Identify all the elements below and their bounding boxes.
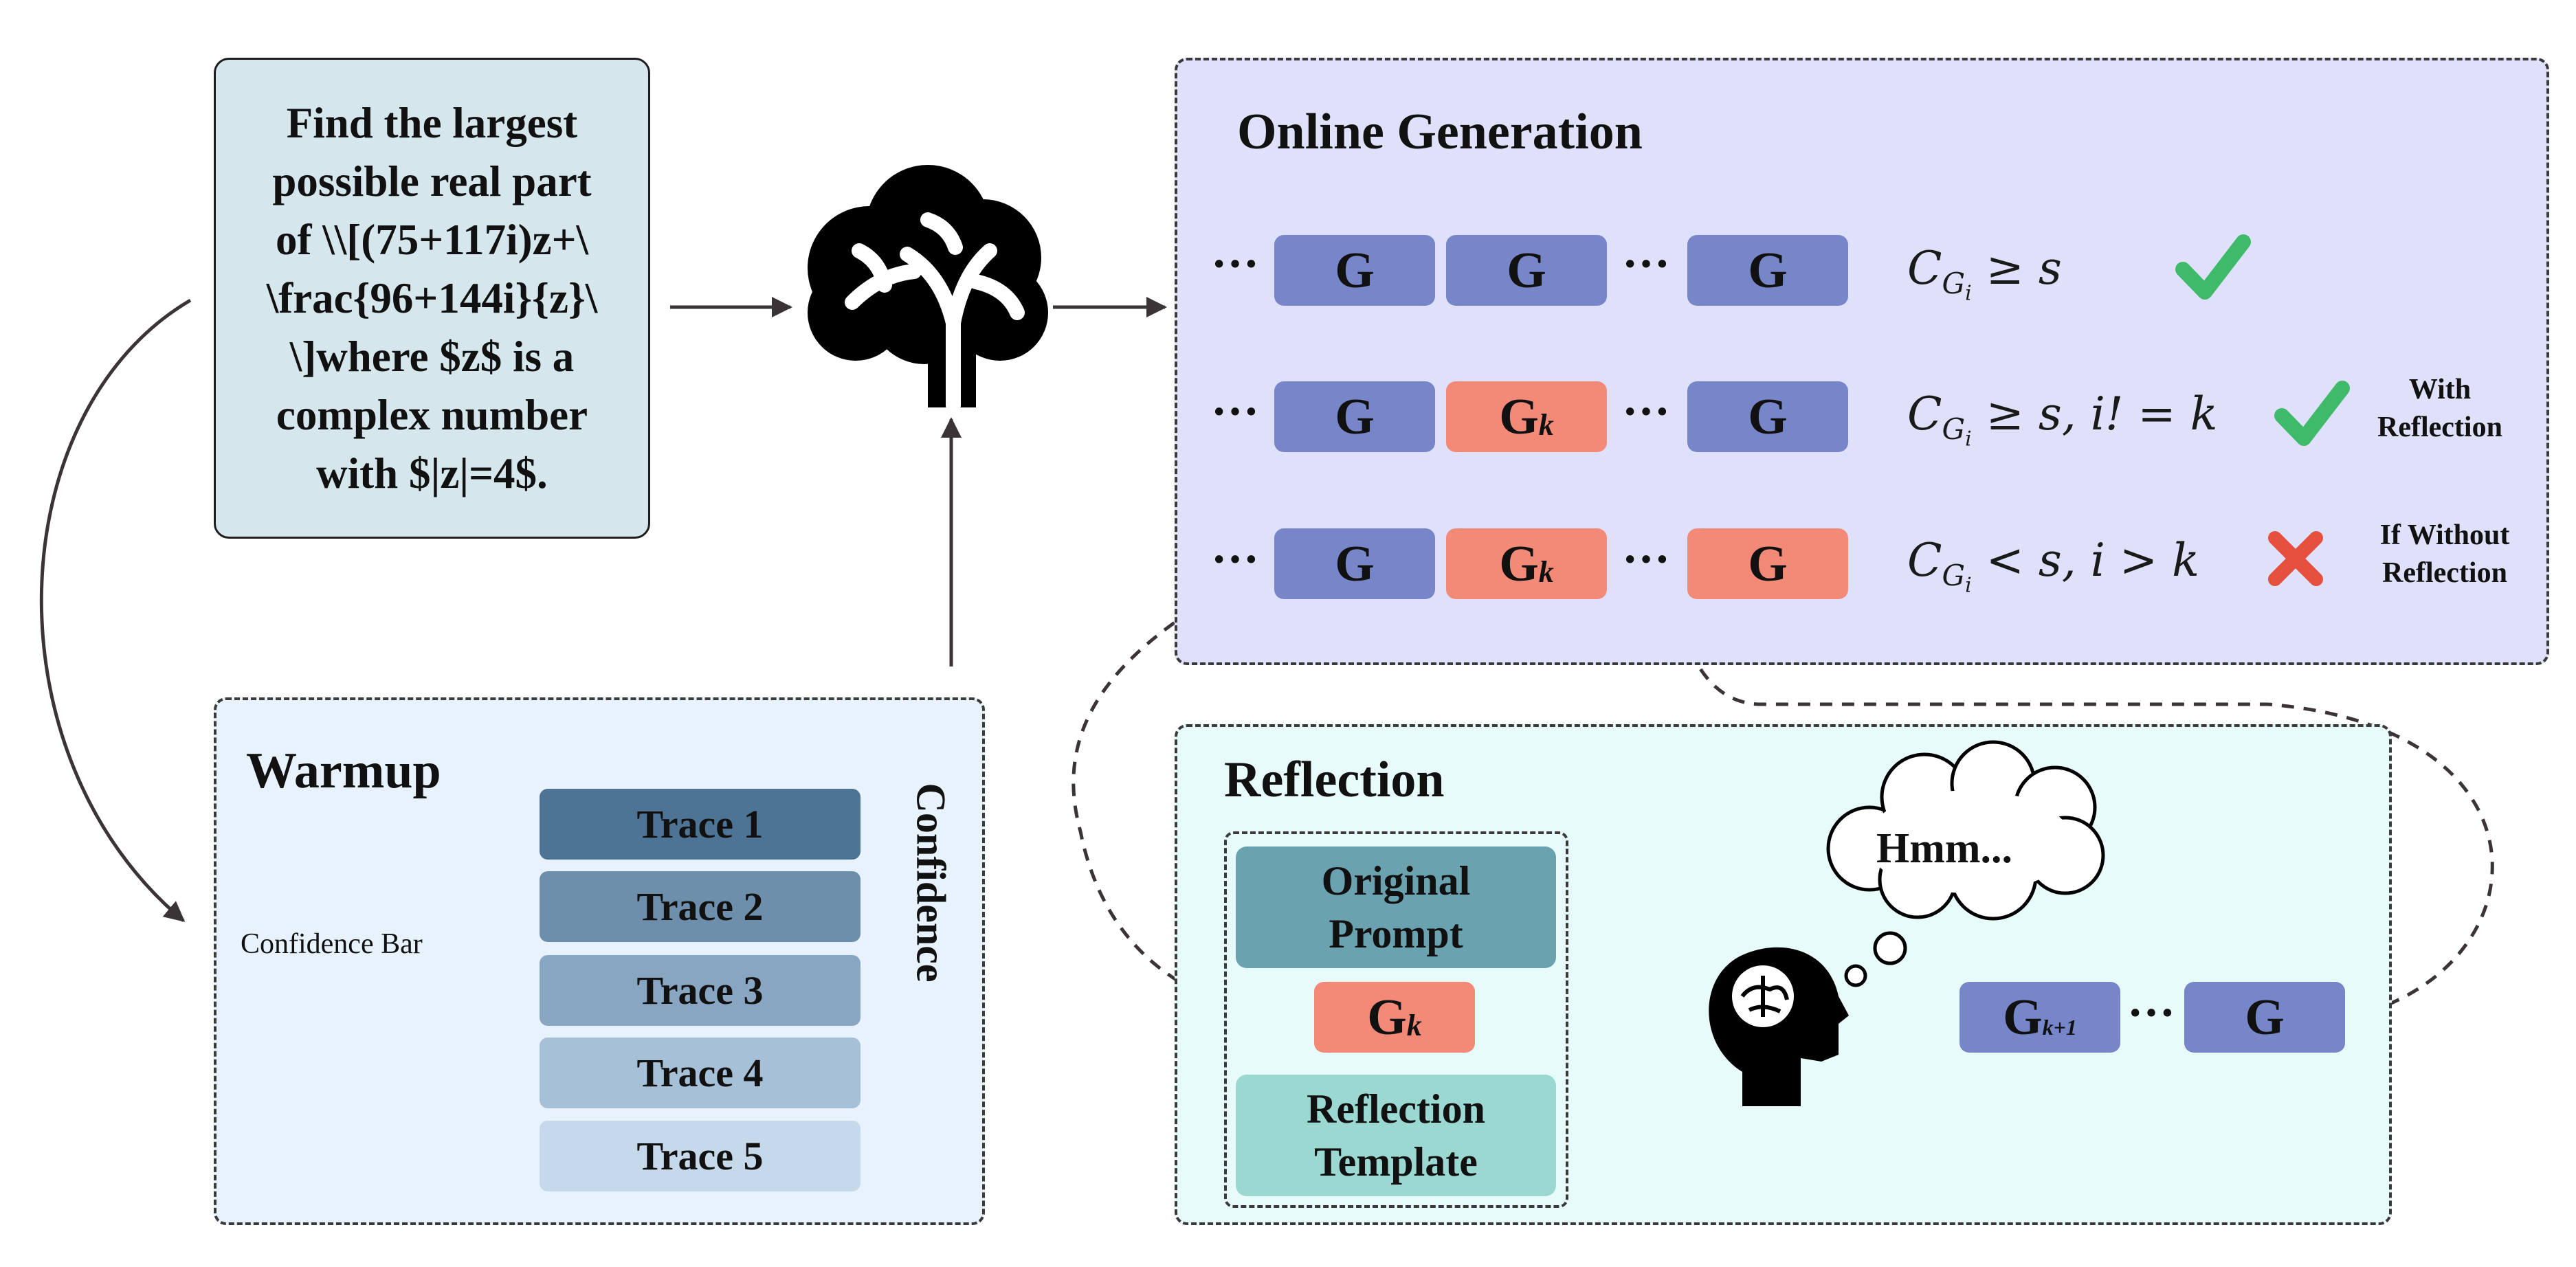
row1-condition-formula: CGi ≥ s [1907,242,2062,306]
trace-2: Trace 2 [540,871,860,942]
original-prompt-box: Original Prompt [1236,846,1556,968]
row1-g-block-3: G [1687,235,1848,306]
row2-g-block-3: G [1687,381,1848,452]
reflection-dots: ··· [2127,987,2176,1040]
reflection-g-block: G [2184,982,2345,1053]
row2-condition-formula: CGi ≥ s, i! = k [1907,388,2218,451]
trace-4: Trace 4 [540,1038,860,1108]
with-reflection-note: With Reflection [2377,374,2502,443]
without-reflection-note: If Without Reflection [2379,519,2510,589]
trace-5: Trace 5 [540,1121,860,1191]
row3-g-block-1: G [1274,528,1435,599]
reflection-title: Reflection [1224,752,1445,808]
row1-g-block-1: G [1274,235,1435,306]
row3-leading-dots: ··· [1211,533,1260,586]
row2-leading-dots: ··· [1211,385,1260,438]
row1-middle-dots: ··· [1622,238,1671,291]
trace-3: Trace 3 [540,955,860,1026]
thought-text: Hmm... [1876,825,2013,872]
confidence-bar-label: Confidence Bar [241,928,423,960]
dashed-reflection-back-to-gk [1605,418,2494,1020]
row2-g-block-1: G [1274,381,1435,452]
row3-condition-formula: CGi < s, i > k [1907,534,2200,598]
question-text: Find the largest possible real part of \… [266,98,598,497]
reflection-template-box: Reflection Template [1236,1075,1556,1196]
row1-g-block-2: G [1446,235,1607,306]
online-generation-title: Online Generation [1237,104,1643,160]
warmup-title: Warmup [246,743,441,799]
row1-leading-dots: ··· [1211,238,1260,291]
row2-middle-dots: ··· [1622,385,1671,438]
row3-middle-dots: ··· [1622,533,1671,586]
reflection-inputs-group [1224,831,1568,1208]
question-box: Find the largest possible real part of \… [214,58,650,539]
row3-g-block-3: G [1687,528,1848,599]
trace-1: Trace 1 [540,789,860,860]
arrow-question-to-warmup [39,298,192,922]
